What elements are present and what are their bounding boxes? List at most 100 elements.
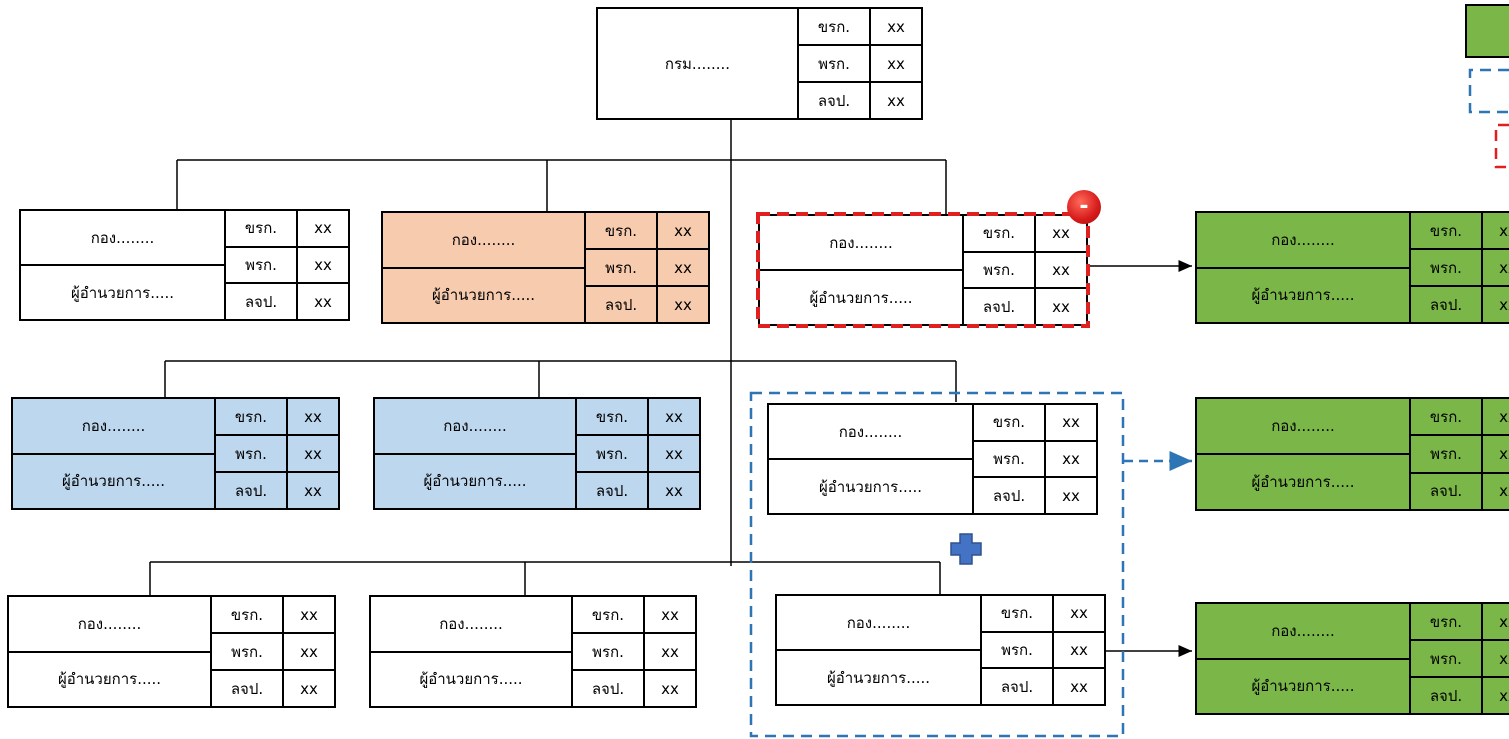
division-name: กอง........ [846, 613, 911, 632]
count-value: xx [1499, 221, 1509, 240]
legend-blue-dashed-swatch [1468, 68, 1509, 114]
department-name: กรม........ [664, 54, 731, 73]
division-name: กอง........ [81, 416, 146, 435]
count-value: xx [304, 407, 322, 426]
category-label: พรก. [964, 250, 1034, 288]
count-value: xx [661, 605, 679, 624]
category-label: ขรก. [1429, 407, 1463, 426]
category-label: ขรก. [244, 219, 278, 238]
count-value: xx [1483, 248, 1509, 285]
director-title: ผู้อำนวยการ..... [13, 452, 214, 509]
division-name: กอง........ [443, 416, 507, 435]
category-label: ขรก. [604, 221, 638, 240]
division-box-new: กอง........ผู้อำนวยการ.....ขรก.พรก.ลจป.x… [1195, 211, 1509, 324]
count-value: xx [1483, 285, 1509, 322]
count-value: xx [284, 632, 334, 669]
director-title: ผู้อำนวยการ..... [371, 650, 571, 707]
merge-group-outline [749, 391, 1125, 738]
division-name: กอง........ [439, 614, 503, 633]
division-name: กอง........ [451, 230, 516, 249]
category-label: ลจป. [799, 81, 869, 118]
count-value: xx [298, 245, 348, 283]
count-value: xx [658, 248, 708, 285]
count-value: xx [298, 282, 348, 319]
count-value: xx [1499, 612, 1509, 631]
count-value: xx [284, 669, 334, 706]
division-box-highlighted: กอง........ผู้อำนวยการ.....ขรก.พรก.ลจป.x… [373, 397, 701, 510]
category-label: ขรก. [992, 413, 1026, 432]
count-value: xx [1483, 676, 1509, 713]
count-value: xx [1046, 439, 1096, 477]
category-label: พรก. [586, 248, 656, 285]
count-value: xx [300, 605, 318, 624]
category-label: ขรก. [817, 17, 851, 36]
category-label: พรก. [1411, 248, 1481, 285]
category-label: ลจป. [1411, 471, 1481, 509]
director-title: ผู้อำนวยการ..... [1197, 453, 1409, 509]
category-label: พรก. [1411, 434, 1481, 471]
category-label: พรก. [799, 44, 869, 81]
count-value: xx [871, 44, 921, 81]
count-value: xx [314, 219, 332, 238]
count-value: xx [645, 632, 695, 669]
division-box: กอง........ผู้อำนวยการ.....ขรก.พรก.ลจป.x… [369, 595, 697, 708]
count-value: xx [1054, 667, 1104, 704]
director-title: ผู้อำนวยการ..... [777, 649, 980, 704]
minus-circle-icon: - [1067, 190, 1101, 224]
division-name: กอง........ [829, 233, 893, 252]
count-value: xx [1062, 413, 1080, 432]
legend-red-dashed-swatch [1494, 123, 1509, 169]
count-value: xx [1046, 476, 1096, 513]
division-name: กอง........ [77, 614, 142, 633]
director-title: ผู้อำนวยการ..... [375, 452, 575, 509]
count-value: xx [1036, 287, 1086, 324]
count-value: xx [1483, 434, 1509, 471]
category-label: ขรก. [595, 407, 629, 426]
division-box-highlighted: กอง........ผู้อำนวยการ.....ขรก.พรก.ลจป.x… [11, 397, 340, 510]
count-value: xx [665, 407, 683, 426]
category-label: ขรก. [234, 407, 268, 426]
count-value: xx [1483, 639, 1509, 676]
legend-green-swatch [1465, 4, 1509, 58]
division-name: กอง........ [838, 422, 903, 441]
division-name: กอง........ [90, 228, 155, 247]
plus-icon [950, 533, 982, 565]
department-box: กรม........ ขรก. พรก. ลจป. xx xx xx [596, 7, 923, 120]
category-label: ลจป. [573, 669, 643, 706]
director-title: ผู้อำนวยการ..... [769, 458, 972, 513]
category-label: ลจป. [974, 476, 1044, 513]
category-label: ลจป. [216, 471, 286, 508]
category-label: ลจป. [1411, 285, 1481, 322]
category-label: พรก. [1411, 639, 1481, 676]
director-title: ผู้อำนวยการ..... [760, 269, 962, 324]
count-value: xx [871, 81, 921, 118]
division-name: กอง........ [1271, 417, 1335, 435]
category-label: ลจป. [212, 669, 282, 706]
count-value: xx [1499, 407, 1509, 426]
category-label: พรก. [982, 630, 1052, 668]
count-value: xx [887, 17, 905, 36]
category-label: ลจป. [577, 471, 647, 508]
division-box-removed: กอง........ผู้อำนวยการ.....ขรก.พรก.ลจป.x… [758, 214, 1088, 326]
division-box: กอง........ผู้อำนวยการ.....ขรก.พรก.ลจป.x… [7, 595, 336, 708]
category-label: ขรก. [982, 224, 1016, 243]
category-label: ลจป. [982, 667, 1052, 704]
category-label: ลจป. [1411, 676, 1481, 713]
count-value: xx [1036, 250, 1086, 288]
division-box-merging: กอง........ผู้อำนวยการ.....ขรก.พรก.ลจป.x… [767, 403, 1098, 515]
category-label: ขรก. [591, 605, 625, 624]
count-value: xx [674, 221, 692, 240]
division-box-new: กอง........ผู้อำนวยการ.....ขรก.พรก.ลจป.x… [1195, 397, 1509, 511]
category-label: ขรก. [1429, 221, 1463, 240]
count-value: xx [649, 471, 699, 508]
division-name: กอง........ [1271, 621, 1335, 640]
count-value: xx [288, 471, 338, 508]
category-label: ขรก. [1429, 612, 1463, 631]
category-label: ขรก. [230, 605, 264, 624]
category-label: พรก. [573, 632, 643, 669]
division-box-merging: กอง........ผู้อำนวยการ.....ขรก.พรก.ลจป.x… [775, 594, 1106, 706]
count-value: xx [649, 434, 699, 471]
category-label: พรก. [974, 439, 1044, 477]
director-title: ผู้อำนวยการ..... [9, 650, 210, 707]
